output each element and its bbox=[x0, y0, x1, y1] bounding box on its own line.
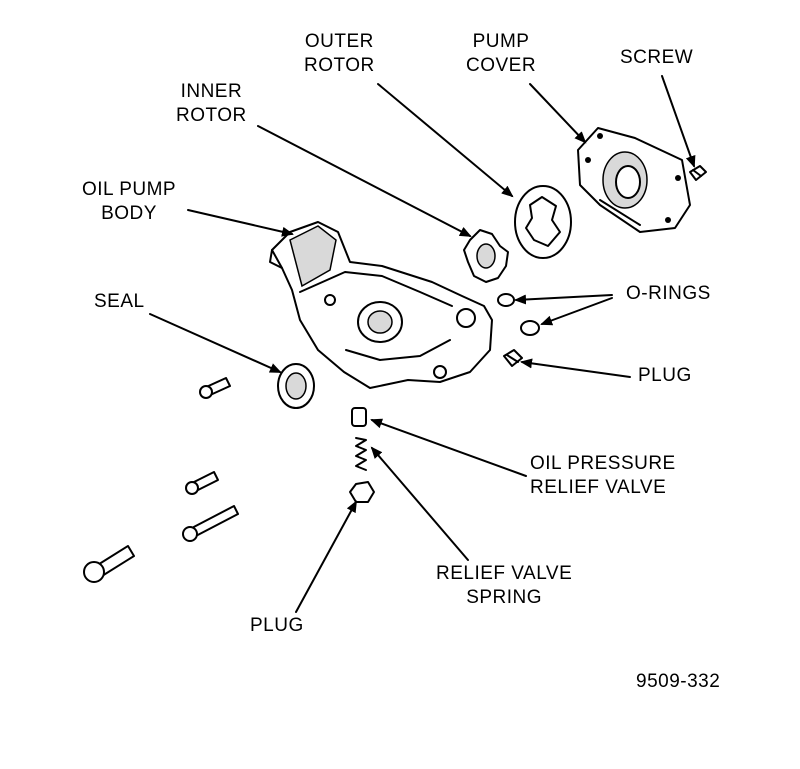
label-oil-pump-body: OIL PUMP BODY bbox=[82, 179, 177, 224]
figure-number: 9509-332 bbox=[636, 671, 721, 692]
bolt-long-part bbox=[182, 505, 239, 542]
bolt-large-part bbox=[83, 545, 135, 583]
plug-right-part bbox=[503, 349, 523, 367]
label-o-rings: O-RINGS bbox=[626, 283, 711, 304]
label-plug-bottom: PLUG bbox=[250, 615, 304, 636]
label-pump-cover: PUMP COVER bbox=[466, 31, 537, 76]
label-inner-rotor: INNER ROTOR bbox=[176, 81, 247, 126]
screw-part bbox=[689, 165, 707, 181]
seal-part bbox=[277, 363, 315, 409]
bolt-upper-part bbox=[199, 377, 231, 399]
leader-lines bbox=[149, 75, 696, 613]
label-plug-right: PLUG bbox=[638, 365, 692, 386]
pump-cover-part bbox=[577, 127, 691, 233]
label-seal: SEAL bbox=[94, 291, 145, 312]
plug-bottom-part bbox=[349, 481, 375, 503]
bolt-middle-part bbox=[185, 471, 219, 495]
relief-spring-part bbox=[355, 437, 367, 471]
label-oil-pressure-relief-valve: OIL PRESSURE RELIEF VALVE bbox=[530, 453, 676, 498]
o-ring-lower-part bbox=[520, 320, 540, 336]
label-outer-rotor: OUTER ROTOR bbox=[304, 31, 375, 76]
relief-valve-part bbox=[351, 407, 367, 427]
label-relief-valve-spring: RELIEF VALVE SPRING bbox=[436, 563, 573, 608]
o-ring-upper-part bbox=[497, 293, 515, 307]
outer-rotor-part bbox=[514, 185, 572, 259]
inner-rotor-part bbox=[463, 229, 509, 283]
label-screw: SCREW bbox=[620, 47, 694, 68]
oil-pump-body-part bbox=[269, 221, 493, 389]
